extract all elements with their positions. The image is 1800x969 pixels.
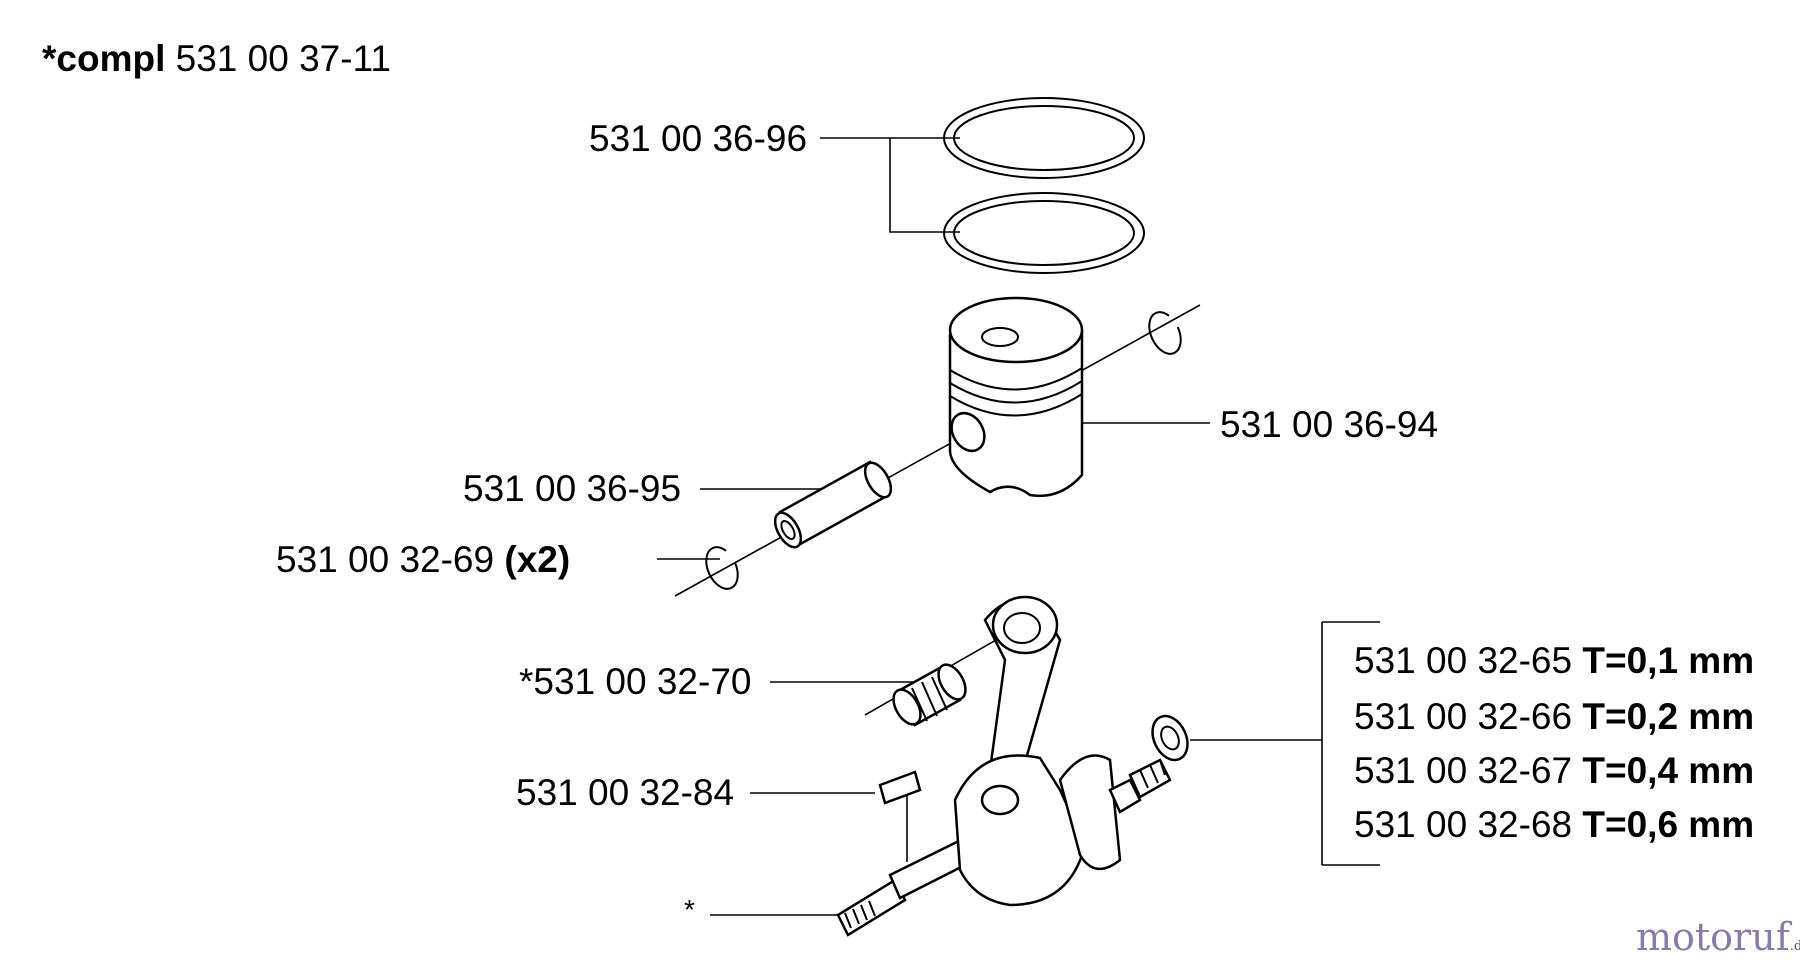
circlip-qty: (x2)	[504, 539, 571, 580]
piston-pin	[773, 460, 893, 549]
washer-part-no: 531 00 32-68	[1354, 804, 1573, 845]
piston-ring-lower	[943, 192, 1145, 274]
washer-part-no: 531 00 32-65	[1354, 640, 1573, 681]
washer-spec: T=0,6 mm	[1582, 804, 1755, 845]
assembly-label: *compl 531 00 37-11	[42, 40, 391, 77]
washer-spec: T=0,4 mm	[1582, 750, 1755, 791]
assembly-part-no: 531 00 37-11	[175, 38, 391, 79]
circlip-lower	[705, 546, 739, 590]
label-needle-bearing: *531 00 32-70	[519, 661, 752, 702]
washer-spec: T=0,2 mm	[1582, 696, 1755, 737]
washer-part-no: 531 00 32-66	[1354, 696, 1573, 737]
label-crankshaft: *	[684, 894, 695, 925]
piston	[948, 296, 1084, 498]
watermark-main: motoruf	[1636, 915, 1790, 959]
label-circlip: 531 00 32-69 (x2)	[276, 541, 570, 578]
circlip-part-no: 531 00 32-69	[276, 539, 495, 580]
watermark-logo: motoruf.de	[1636, 918, 1800, 956]
woodruff-key	[878, 770, 922, 805]
label-piston: 531 00 36-94	[1220, 404, 1439, 445]
washer-row: 531 00 32-68 T=0,6 mm	[1354, 806, 1754, 843]
washer-part-no: 531 00 32-67	[1354, 750, 1573, 791]
leader-lines	[657, 137, 1380, 916]
piston-ring-upper	[943, 97, 1145, 179]
pin-axis-line	[674, 304, 1201, 597]
assembly-prefix: *compl	[42, 38, 166, 79]
crankshaft	[836, 754, 1172, 937]
washer-spec: T=0,1 mm	[1582, 640, 1755, 681]
circlip-upper	[1148, 311, 1182, 355]
needle-bearing	[892, 663, 967, 727]
label-piston-rings: 531 00 36-96	[589, 118, 808, 159]
washer-row: 531 00 32-67 T=0,4 mm	[1354, 752, 1754, 789]
label-woodruff-key: 531 00 32-84	[516, 772, 735, 813]
thrust-washer	[1151, 714, 1189, 762]
label-piston-pin: 531 00 36-95	[463, 468, 682, 509]
watermark-suffix: .de	[1789, 939, 1800, 954]
connecting-rod	[983, 595, 1062, 782]
washer-row: 531 00 32-66 T=0,2 mm	[1354, 698, 1754, 735]
washer-row: 531 00 32-65 T=0,1 mm	[1354, 642, 1754, 679]
